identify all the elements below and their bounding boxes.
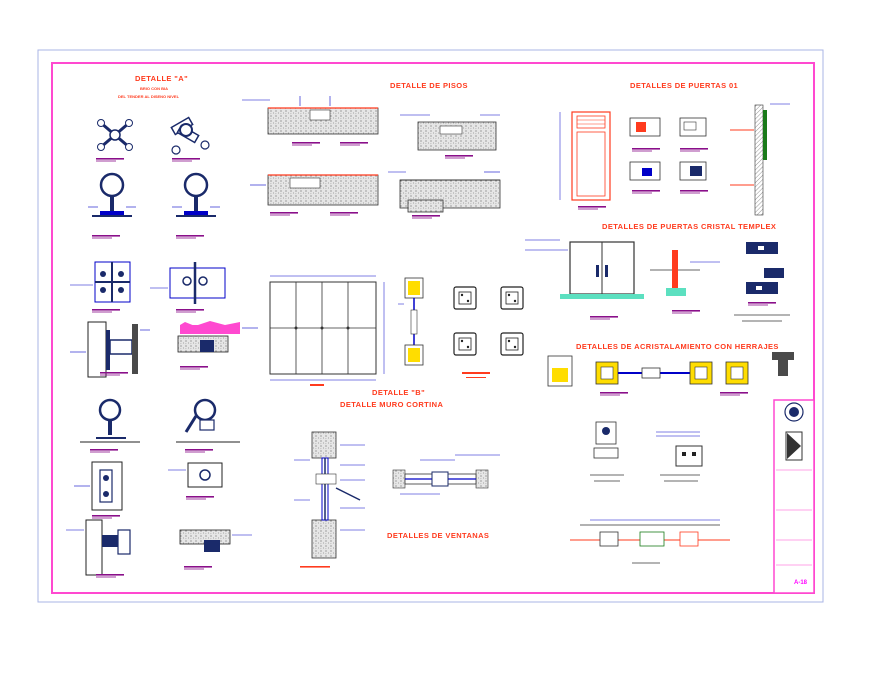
- door-frame-section: [730, 103, 790, 216]
- inner-border: [51, 62, 815, 594]
- spider-fitting-detail-2: [170, 116, 210, 162]
- glass-joint-detail-1: [70, 261, 131, 313]
- plate-fixing-detail-1: [74, 461, 123, 519]
- sheet-number: A-18: [794, 580, 808, 586]
- detalle-a-title: DETALLE "A": [135, 74, 188, 83]
- wall-anchor-detail-1: [70, 321, 150, 378]
- window-section: [392, 454, 500, 495]
- tube-clamp-detail-2: [176, 398, 240, 453]
- glass-door-section: [650, 250, 720, 314]
- muro-cortina-title: DETALLE MURO CORTINA: [340, 400, 443, 409]
- glass-door-elevation: [525, 239, 644, 320]
- tube-bracket-detail-2: [170, 172, 222, 239]
- door-elevation: [559, 111, 611, 210]
- tube-clamp-detail-1: [80, 398, 140, 453]
- detalles-puertas-title: DETALLES DE PUERTAS 01: [630, 81, 738, 90]
- wall-anchor-detail-2: [177, 321, 258, 370]
- outer-border: [37, 49, 824, 603]
- glass-joint-detail-2: [150, 262, 226, 313]
- title-block: A-18: [773, 399, 815, 594]
- detalle-pisos-title: DETALLE DE PISOS: [390, 81, 468, 90]
- glass-clamp-3d-views: [453, 286, 524, 378]
- spider-fitting-detail-1: [96, 118, 134, 162]
- detalles-ventanas-title: DETALLES DE VENTANAS: [387, 531, 489, 540]
- detalle-b-title: DETALLE "B": [372, 388, 425, 397]
- base-anchor-detail-2: [179, 529, 252, 570]
- curtain-wall-elevation: [269, 275, 385, 386]
- detalle-a-subtitle-2: DEL TENDER AL DISENO NIVEL: [118, 94, 180, 99]
- floor-detail-3: [250, 174, 379, 216]
- floor-detail-4: [388, 171, 501, 219]
- plate-fixing-detail-2: [168, 462, 223, 500]
- floor-detail-1: [242, 96, 379, 146]
- floor-detail-2: [400, 114, 500, 159]
- tube-bracket-detail-1: [86, 172, 138, 239]
- detalle-a-subtitle-1: BRIO CON BIA: [140, 86, 168, 91]
- hinge-details: [734, 242, 790, 322]
- glazing-hardware-details: [547, 352, 794, 396]
- spigot-details: [590, 421, 703, 482]
- transom-section: [570, 519, 730, 564]
- detalles-cristal-title: DETALLES DE PUERTAS CRISTAL TEMPLEX: [602, 222, 776, 231]
- door-section-details: [629, 117, 708, 194]
- mullion-vertical-detail: [398, 277, 424, 366]
- acristalamiento-title: DETALLES DE ACRISTALAMIENTO CON HERRAJES: [576, 342, 779, 351]
- base-anchor-detail-1: [66, 519, 131, 578]
- curtain-wall-section: [294, 431, 365, 568]
